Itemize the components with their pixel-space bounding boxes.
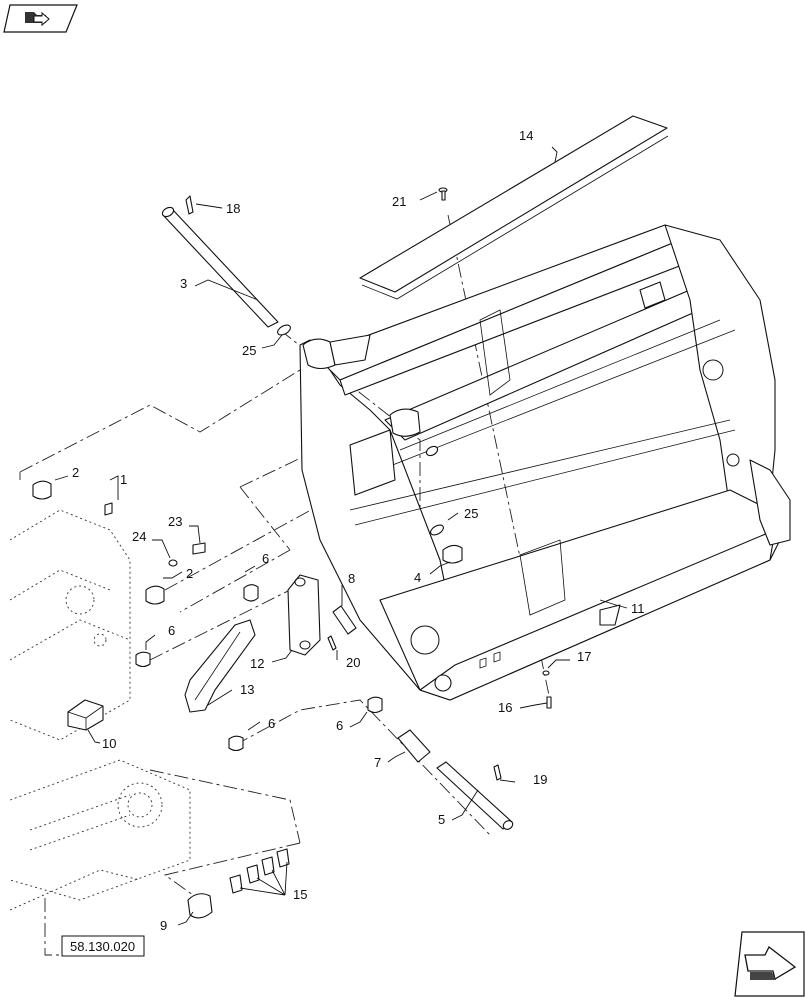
pin-part-20 — [327, 635, 337, 651]
washer-part-25-frame — [425, 445, 439, 457]
callout-9: 9 — [160, 918, 167, 933]
washer-part-24 — [168, 559, 178, 567]
pin-part-18 — [185, 195, 194, 215]
clips-part-15 — [229, 848, 290, 894]
washer-part-17 — [542, 670, 550, 676]
arm-part-13 — [184, 619, 256, 713]
bushing-part-9 — [187, 893, 213, 919]
next-page-arrow-icon — [744, 946, 797, 981]
callout-20: 20 — [346, 655, 360, 670]
callout-14: 14 — [519, 128, 533, 143]
bolt-part-21 — [438, 187, 448, 201]
callout-23: 23 — [168, 514, 182, 529]
callout-25-top: 25 — [242, 343, 256, 358]
callout-10: 10 — [102, 736, 116, 751]
callout-6-d: 6 — [336, 718, 343, 733]
bushing-part-2-mid — [145, 585, 165, 605]
block-part-10 — [67, 699, 104, 731]
callout-24: 24 — [132, 529, 146, 544]
washer-part-25-top — [277, 324, 291, 336]
frame-pivot-bushings — [302, 334, 421, 437]
callout-4: 4 — [414, 570, 421, 585]
adjacent-frame — [9, 509, 191, 911]
cover-plate-part-14 — [359, 115, 669, 300]
callout-2-top: 2 — [72, 465, 79, 480]
reference-link-58-130-020[interactable]: 58.130.020 — [61, 935, 145, 957]
bushing-part-6-b — [135, 651, 151, 668]
screw-part-1 — [104, 502, 113, 516]
main-frame-part-11 — [299, 224, 791, 701]
callout-19: 19 — [533, 772, 547, 787]
callout-7: 7 — [374, 755, 381, 770]
leader-lines — [54, 146, 628, 926]
bushing-part-6-a — [243, 584, 259, 602]
callout-13: 13 — [240, 682, 254, 697]
bushing-part-6-c — [228, 735, 244, 752]
callout-6-b: 6 — [168, 623, 175, 638]
callout-11: 11 — [631, 601, 645, 616]
callout-5: 5 — [438, 812, 445, 827]
callout-8: 8 — [348, 571, 355, 586]
callout-2-mid: 2 — [186, 566, 193, 581]
callout-labels: 14 18 21 3 25 2 1 23 24 2 6 8 6 12 13 20… — [72, 128, 645, 933]
reference-label: 58.130.020 — [70, 939, 135, 954]
shaft-part-3 — [161, 206, 279, 328]
folder-nav-button[interactable] — [3, 4, 78, 33]
callout-25-mid: 25 — [464, 506, 478, 521]
sleeve-part-7 — [397, 729, 431, 763]
sleeve-part-8 — [332, 605, 357, 635]
bolt-part-23 — [192, 542, 206, 555]
bushing-part-4 — [442, 544, 463, 564]
callout-21: 21 — [392, 194, 406, 209]
callout-1: 1 — [120, 472, 127, 487]
callout-17: 17 — [577, 649, 591, 664]
callout-16: 16 — [498, 700, 512, 715]
washer-part-25-mid — [430, 524, 444, 536]
pin-part-19 — [493, 764, 502, 781]
bushing-part-6-d — [367, 696, 383, 714]
callout-18: 18 — [226, 201, 240, 216]
callout-6-c: 6 — [268, 716, 275, 731]
bolt-part-16 — [546, 696, 552, 709]
folder-arrow-icon — [25, 11, 50, 27]
callout-12: 12 — [250, 656, 264, 671]
callout-15: 15 — [293, 887, 307, 902]
bushing-part-2-top — [32, 480, 52, 500]
callout-3: 3 — [180, 276, 187, 291]
callout-6-a: 6 — [262, 551, 269, 566]
next-page-button[interactable] — [734, 931, 805, 997]
link-part-12 — [287, 574, 321, 656]
